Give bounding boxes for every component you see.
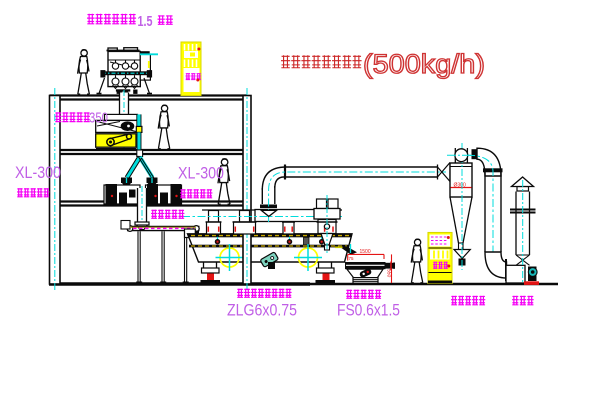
svg-text:XL-300: XL-300 xyxy=(178,165,224,183)
svg-text:(500kg/h): (500kg/h) xyxy=(363,49,485,79)
svg-text:75: 75 xyxy=(349,256,355,261)
svg-text:1.5: 1.5 xyxy=(138,14,153,30)
svg-text:ZLG6x0.75: ZLG6x0.75 xyxy=(227,301,297,320)
svg-text:XL-300: XL-300 xyxy=(15,164,61,182)
svg-text:FS0.6x1.5: FS0.6x1.5 xyxy=(337,301,400,320)
svg-text:Ø300: Ø300 xyxy=(454,183,466,189)
svg-text:1500: 1500 xyxy=(360,249,371,255)
svg-text:350: 350 xyxy=(89,111,108,127)
svg-text:550: 550 xyxy=(386,269,392,278)
